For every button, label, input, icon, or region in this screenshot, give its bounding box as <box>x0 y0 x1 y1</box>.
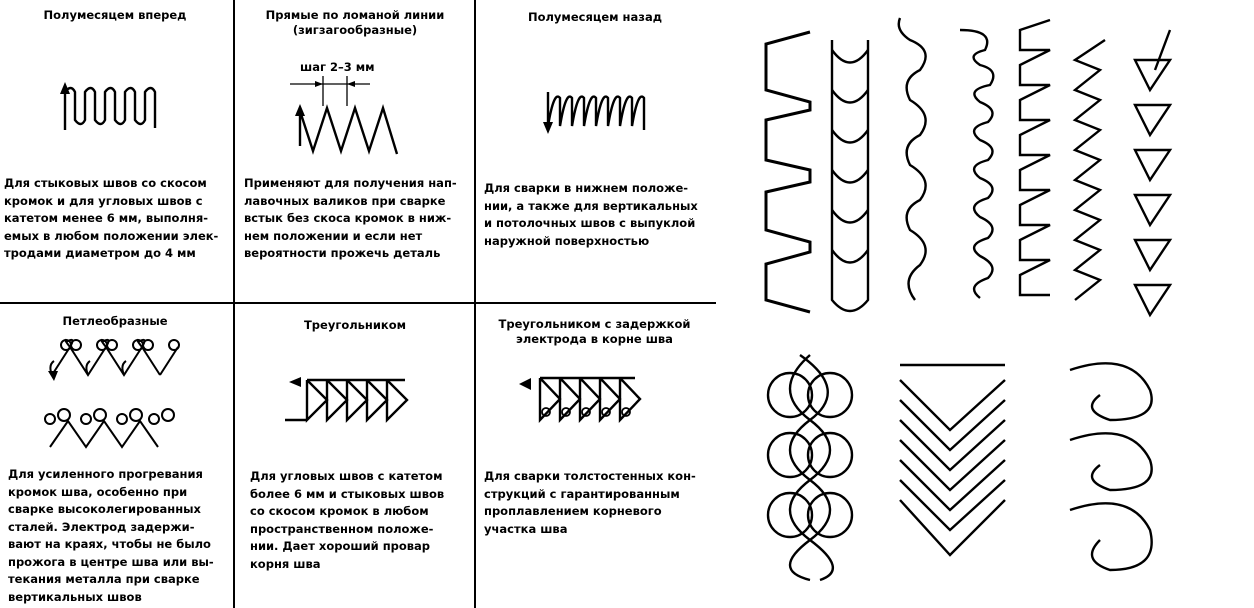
cell-title-zigzag: Прямые по ломаной линии(зигзагообразные) <box>265 8 445 37</box>
cell-title-triangle: Треугольником <box>303 318 407 332</box>
triangle-root-hold-diagram <box>519 376 642 423</box>
cell-desc-triangle-root-hold: Для сварки толстостенных кон-струкций с … <box>484 469 696 536</box>
triangle-diagram <box>285 377 409 423</box>
divider-2 <box>474 0 476 608</box>
cell-title-loop: Петлеобразные <box>62 314 168 328</box>
cell-desc-crescent-back: Для сварки в нижнем положе-нии, а также … <box>484 181 698 248</box>
weave-patterns-table: Полумесяцем вперед Для стыковых швов со … <box>0 0 716 608</box>
cell-title-crescent-forward: Полумесяцем вперед <box>43 8 187 22</box>
cell-desc-zigzag: Применяют для получения нап-лавочных вал… <box>244 176 457 260</box>
step-label: шаг 2–3 мм <box>300 60 375 74</box>
loop-diagram <box>44 338 180 449</box>
divider-1 <box>233 0 235 608</box>
large-patterns-illustration <box>764 17 1173 582</box>
zigzag-diagram <box>290 76 399 155</box>
cell-title-crescent-back: Полумесяцем назад <box>527 10 662 24</box>
crescent-back-diagram <box>543 92 646 134</box>
row-divider <box>0 302 716 304</box>
crescent-forward-diagram <box>60 82 157 130</box>
